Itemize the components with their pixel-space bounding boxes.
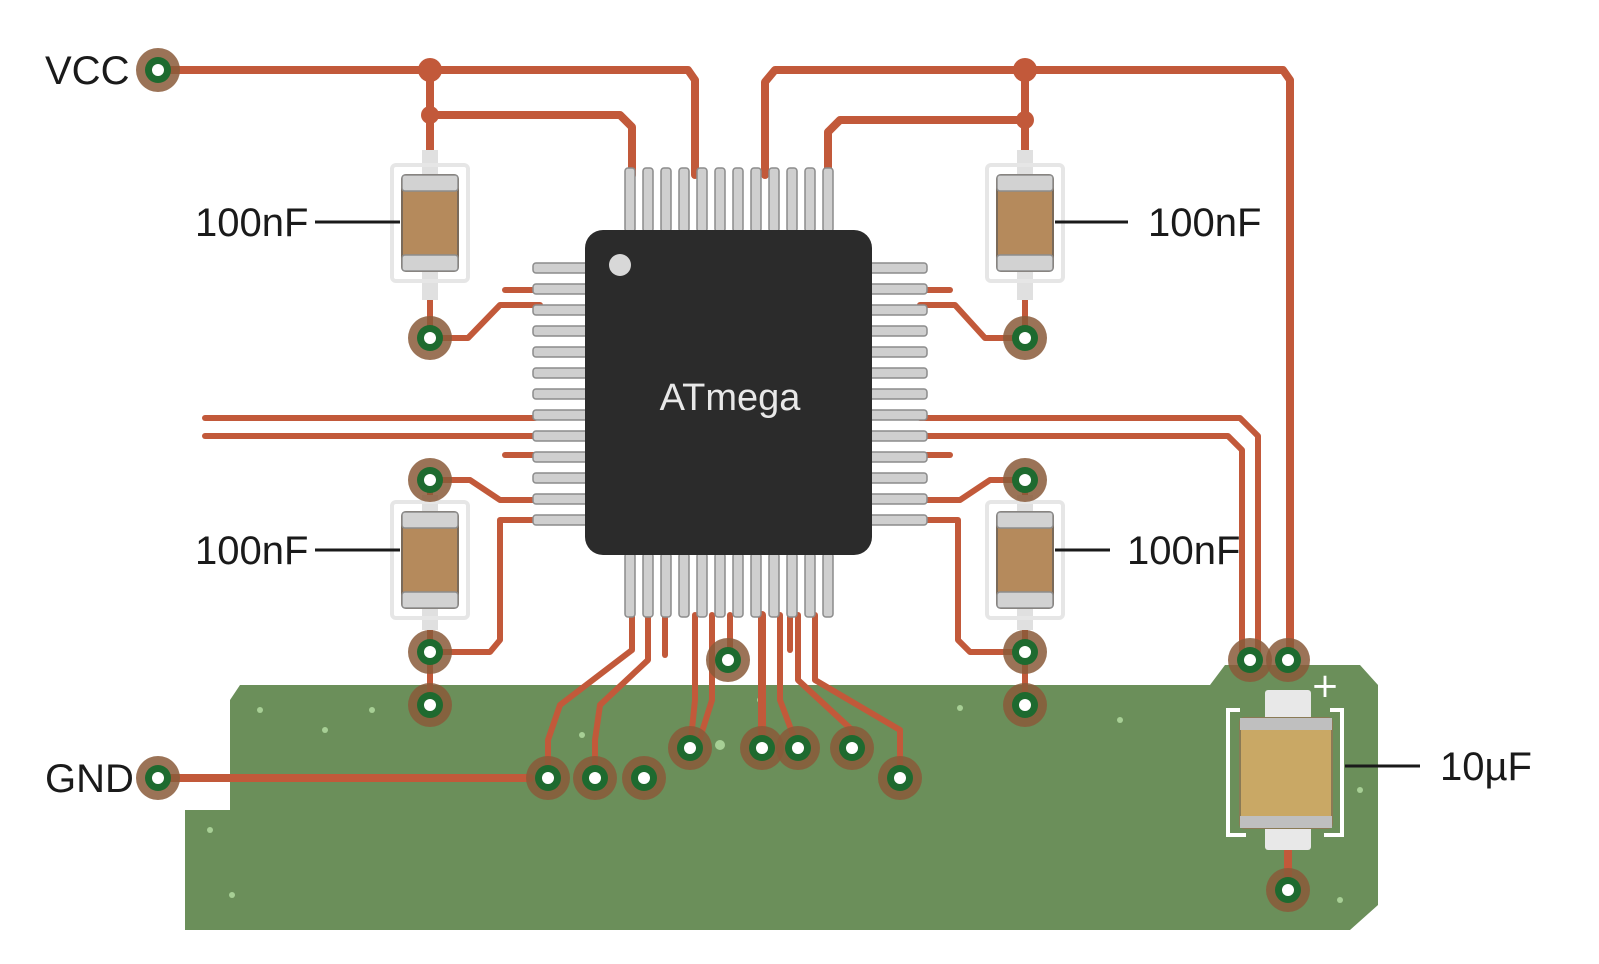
chip-pins-bottom bbox=[624, 552, 834, 618]
via-vcc-terminal bbox=[136, 48, 180, 92]
chip-pins-top bbox=[624, 167, 834, 233]
cap-bottom-right-label: 100nF bbox=[1127, 529, 1240, 573]
ground-pour-stitching bbox=[207, 697, 1363, 903]
ground-pour bbox=[185, 665, 1378, 930]
cap-top-left-label: 100nF bbox=[195, 201, 308, 245]
cap-bottom-left-label: 100nF bbox=[195, 529, 308, 573]
pin1-marker bbox=[609, 254, 631, 276]
gnd-label: GND bbox=[45, 757, 134, 801]
vcc-label: VCC bbox=[45, 49, 129, 93]
via-gnd-terminal bbox=[136, 756, 180, 800]
polarity-mark: + bbox=[1311, 666, 1340, 706]
chip-label: ATmega bbox=[660, 377, 802, 419]
cap-top-right-label: 100nF bbox=[1148, 201, 1261, 245]
capacitor-bottom-right bbox=[985, 495, 1065, 630]
capacitor-top-left bbox=[390, 150, 470, 300]
cap-bulk-label: 10µF bbox=[1440, 745, 1532, 789]
capacitor-bottom-left bbox=[390, 495, 470, 630]
labels: VCC GND 100nF 100nF 100nF 100nF 10µF bbox=[45, 49, 1532, 801]
vcc-traces bbox=[154, 58, 1294, 664]
capacitor-top-right bbox=[985, 150, 1065, 300]
atmega-chip: ATmega bbox=[585, 230, 872, 555]
capacitor-bulk: + bbox=[1226, 666, 1344, 894]
signal-traces-side bbox=[202, 415, 1261, 663]
chip-pins-right bbox=[862, 262, 928, 526]
